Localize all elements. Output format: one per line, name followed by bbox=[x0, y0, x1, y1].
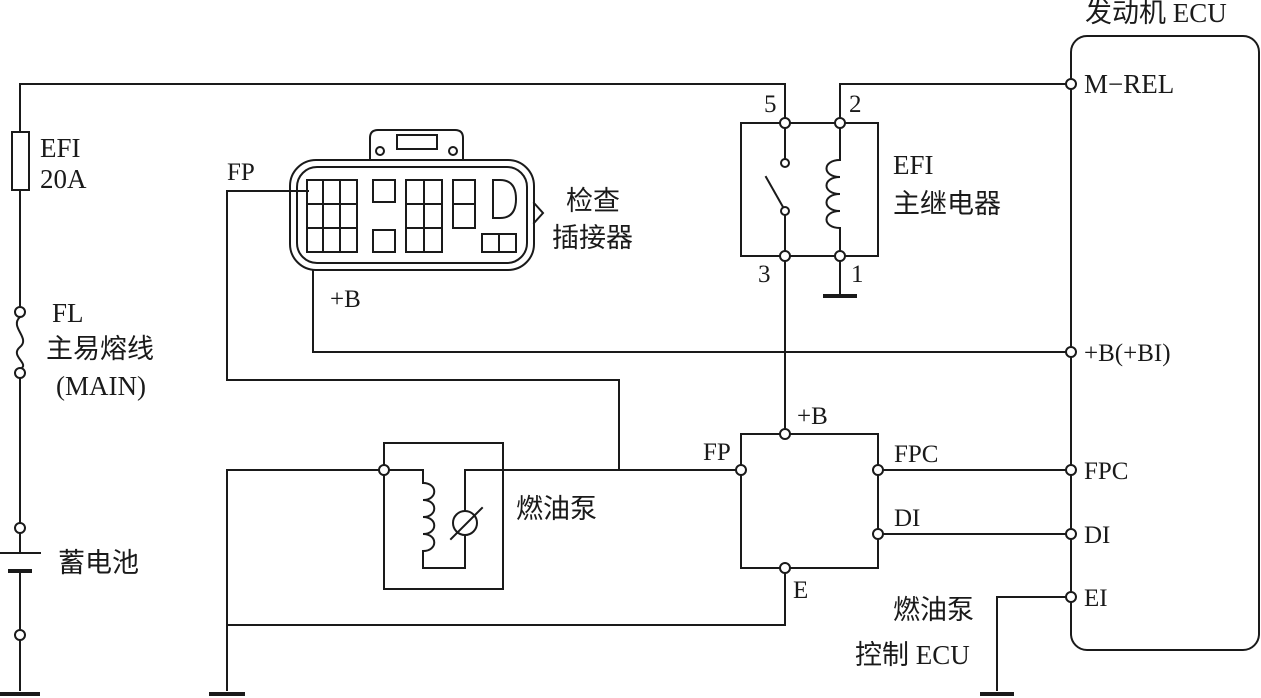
fl-pin-bottom bbox=[14, 367, 26, 379]
pump-ecu-pin-fpc bbox=[872, 464, 884, 476]
relay-switch-blade bbox=[764, 175, 785, 209]
pump-ecu-label-1: 燃油泵 bbox=[893, 595, 974, 625]
relay-pin-2 bbox=[834, 117, 846, 129]
efi-fuse bbox=[11, 131, 30, 191]
m-rel-wire bbox=[839, 83, 1067, 119]
pump-ecu-b-label: +B bbox=[797, 403, 828, 430]
connector-latch bbox=[369, 129, 464, 161]
ecu-pin-b-bi bbox=[1065, 346, 1077, 358]
pump-ground-wire bbox=[226, 469, 380, 691]
relay-pin-3-label: 3 bbox=[758, 261, 771, 288]
ecu-m-rel-label: M−REL bbox=[1084, 69, 1174, 99]
fl-sub: (MAIN) bbox=[56, 371, 146, 401]
fl-name: FL bbox=[52, 298, 84, 328]
pump-motor-slash bbox=[449, 506, 484, 541]
connector-cell-2b bbox=[372, 229, 396, 253]
fp-wire bbox=[226, 190, 620, 471]
ecu-fpc-label: FPC bbox=[1084, 458, 1128, 485]
top-supply-wire bbox=[19, 83, 786, 133]
efi-relay-name: EFI bbox=[893, 150, 934, 180]
pump-to-ecu-fp-wire bbox=[464, 469, 737, 512]
efi-fuse-rating: 20A bbox=[40, 164, 87, 194]
pump-ecu-di-label: DI bbox=[894, 505, 920, 532]
ecu-pin-ei bbox=[1065, 591, 1077, 603]
connector-outer bbox=[289, 159, 535, 271]
connector-latch-hole-left bbox=[375, 146, 385, 156]
relay-switch-contact-bottom bbox=[780, 206, 790, 216]
connector-inner bbox=[296, 166, 528, 264]
efi-relay-desc: 主继电器 bbox=[893, 189, 1001, 219]
relay-switch-contact-top bbox=[780, 158, 790, 168]
relay-pin-5 bbox=[779, 117, 791, 129]
pump-ecu-fpc-label: FPC bbox=[894, 441, 938, 468]
check-connector bbox=[289, 129, 545, 271]
fuel-pump-pin-left bbox=[378, 464, 390, 476]
connector-d-key bbox=[492, 179, 518, 219]
relay-pin-5-label: 5 bbox=[764, 91, 777, 118]
check-connector-label-2: 插接器 bbox=[552, 223, 633, 253]
pump-ecu-e-label: E bbox=[793, 577, 808, 604]
pump-motor-coil bbox=[421, 481, 436, 553]
ecu-pin-m-rel bbox=[1065, 78, 1077, 90]
connector-callout bbox=[532, 201, 545, 225]
check-connector-label-1: 检查 bbox=[566, 186, 620, 216]
relay-pin-1 bbox=[834, 250, 846, 262]
engine-ecu-label: 发动机 ECU bbox=[1085, 0, 1227, 28]
connector-cell-group-1 bbox=[306, 179, 358, 253]
b-wire bbox=[312, 269, 1067, 353]
pump-ecu-pin-di bbox=[872, 528, 884, 540]
fuel-pump-box bbox=[383, 442, 504, 590]
efi-fuse-name: EFI bbox=[40, 133, 81, 163]
pump-ecu-pin-b bbox=[779, 428, 791, 440]
relay-pin-3 bbox=[779, 250, 791, 262]
ecu-pin-fpc bbox=[1065, 464, 1077, 476]
fl-pin-top bbox=[14, 306, 26, 318]
connector-latch-hole-right bbox=[448, 146, 458, 156]
pump-ecu-box bbox=[740, 433, 879, 569]
pump-coil-lead-bottom bbox=[422, 535, 466, 569]
connector-cell-2a bbox=[372, 179, 396, 203]
battery-pin-top bbox=[14, 522, 26, 534]
relay-pin-2-label: 2 bbox=[849, 91, 862, 118]
relay-pin-1-label: 1 bbox=[851, 261, 864, 288]
relay-coil bbox=[825, 158, 842, 230]
ecu-pin-di bbox=[1065, 528, 1077, 540]
fl-desc: 主易熔线 bbox=[46, 334, 154, 364]
pump-ecu-fp-label: FP bbox=[703, 439, 731, 466]
ecu-di-label: DI bbox=[1084, 522, 1110, 549]
fl-fusible-link bbox=[15, 315, 25, 371]
battery-label: 蓄电池 bbox=[58, 548, 139, 578]
pump-motor-icon bbox=[452, 510, 478, 536]
fuel-pump-label: 燃油泵 bbox=[516, 494, 597, 524]
pump-coil-lead-top bbox=[388, 469, 424, 484]
pump-ecu-pin-fp bbox=[735, 464, 747, 476]
ecu-ei-label: EI bbox=[1084, 585, 1108, 612]
pump-ecu-pin-e bbox=[779, 562, 791, 574]
pump-ecu-label-2: 控制 ECU bbox=[855, 640, 970, 670]
battery-pin-bottom bbox=[14, 629, 26, 641]
fp-connector-label: FP bbox=[227, 159, 255, 186]
ei-wire bbox=[996, 596, 1067, 691]
ecu-b-bi-label: +B(+BI) bbox=[1084, 340, 1171, 367]
connector-latch-tab bbox=[396, 134, 438, 150]
efi-relay-box bbox=[740, 122, 879, 257]
b-connector-label: +B bbox=[330, 286, 361, 313]
e-ground-wire bbox=[226, 572, 786, 626]
engine-ecu-box bbox=[1070, 35, 1260, 651]
